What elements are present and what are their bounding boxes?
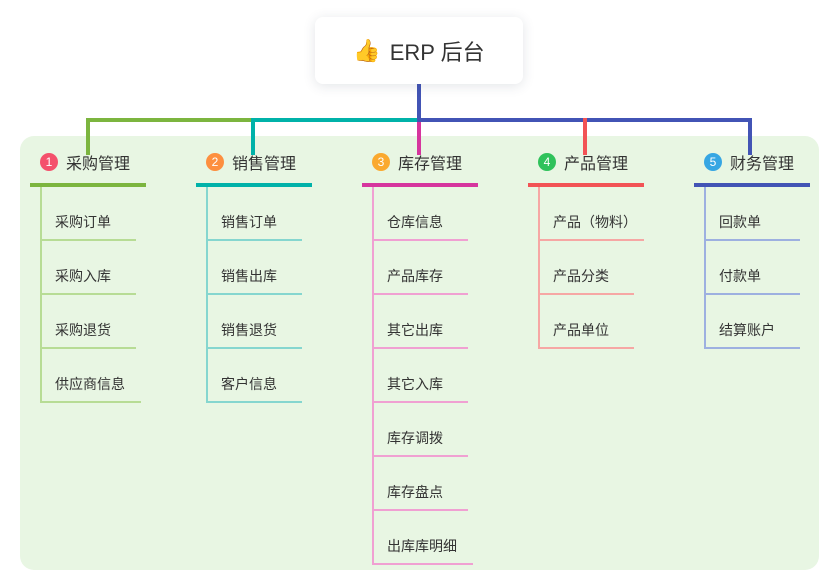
branch-finance: 5 财务管理 回款单 付款单 结算账户 — [694, 146, 810, 349]
branch-inventory-label: 库存管理 — [398, 156, 463, 173]
branch-connector-line — [206, 187, 208, 403]
branch-product-header[interactable]: 4 产品管理 — [528, 146, 644, 187]
connector-drop-sales — [251, 118, 255, 155]
child-node-receipt-bill[interactable]: 回款单 — [704, 187, 810, 241]
branch-purchase-header[interactable]: 1 采购管理 — [30, 146, 146, 187]
child-node-purchase-return[interactable]: 采购退货 — [40, 295, 146, 349]
child-node-warehouse-info[interactable]: 仓库信息 — [372, 187, 478, 241]
connector-drop-finance — [748, 118, 752, 155]
branch-purchase: 1 采购管理 采购订单 采购入库 采购退货 供应商信息 — [30, 146, 146, 403]
badge-4: 4 — [538, 153, 556, 171]
child-node-sales-return[interactable]: 销售退货 — [206, 295, 312, 349]
connector-segment-sales — [253, 118, 419, 122]
badge-2: 2 — [206, 153, 224, 171]
badge-1: 1 — [40, 153, 58, 171]
child-node-stock-transfer[interactable]: 库存调拨 — [372, 403, 478, 457]
connector-root-line — [417, 84, 421, 122]
branch-sales: 2 销售管理 销售订单 销售出库 销售退货 客户信息 — [196, 146, 312, 403]
branch-purchase-label: 采购管理 — [66, 156, 131, 173]
branch-sales-header[interactable]: 2 销售管理 — [196, 146, 312, 187]
branch-connector-line — [40, 187, 42, 403]
root-node[interactable]: 👍 ERP 后台 — [315, 17, 523, 84]
connector-drop-inventory — [417, 121, 421, 155]
child-node-other-inbound[interactable]: 其它入库 — [372, 349, 478, 403]
branch-product-label: 产品管理 — [564, 156, 629, 173]
branch-sales-label: 销售管理 — [232, 156, 297, 173]
child-node-settlement-account[interactable]: 结算账户 — [704, 295, 810, 349]
child-node-product-category[interactable]: 产品分类 — [538, 241, 644, 295]
branch-purchase-children: 采购订单 采购入库 采购退货 供应商信息 — [40, 187, 146, 403]
branch-inventory: 3 库存管理 仓库信息 产品库存 其它出库 其它入库 库存调拨 库存盘点 出库库… — [362, 146, 478, 565]
connector-segment-purchase — [86, 118, 255, 122]
child-node-supplier-info[interactable]: 供应商信息 — [40, 349, 146, 403]
child-node-product-unit[interactable]: 产品单位 — [538, 295, 644, 349]
child-node-sales-order[interactable]: 销售订单 — [206, 187, 312, 241]
branch-finance-header[interactable]: 5 财务管理 — [694, 146, 810, 187]
child-node-stock-count[interactable]: 库存盘点 — [372, 457, 478, 511]
branch-sales-children: 销售订单 销售出库 销售退货 客户信息 — [206, 187, 312, 403]
branch-product-children: 产品（物料） 产品分类 产品单位 — [538, 187, 644, 349]
branch-product: 4 产品管理 产品（物料） 产品分类 产品单位 — [528, 146, 644, 349]
branch-finance-label: 财务管理 — [730, 156, 795, 173]
child-node-payment-bill[interactable]: 付款单 — [704, 241, 810, 295]
badge-5: 5 — [704, 153, 722, 171]
thumbs-up-icon: 👍 — [353, 37, 381, 63]
child-node-other-outbound[interactable]: 其它出库 — [372, 295, 478, 349]
root-node-label: ERP 后台 — [389, 39, 485, 65]
branch-connector-line — [372, 187, 374, 565]
child-node-product-stock[interactable]: 产品库存 — [372, 241, 478, 295]
branch-finance-children: 回款单 付款单 结算账户 — [704, 187, 810, 349]
child-node-product-material[interactable]: 产品（物料） — [538, 187, 644, 241]
child-node-purchase-order[interactable]: 采购订单 — [40, 187, 146, 241]
connector-drop-product — [583, 118, 587, 155]
branch-inventory-children: 仓库信息 产品库存 其它出库 其它入库 库存调拨 库存盘点 出库库明细 — [372, 187, 478, 565]
connector-drop-purchase — [86, 118, 90, 155]
child-node-purchase-inbound[interactable]: 采购入库 — [40, 241, 146, 295]
branch-inventory-header[interactable]: 3 库存管理 — [362, 146, 478, 187]
branch-connector-line — [704, 187, 706, 349]
child-node-customer-info[interactable]: 客户信息 — [206, 349, 312, 403]
child-node-outbound-detail[interactable]: 出库库明细 — [372, 511, 478, 565]
child-node-sales-outbound[interactable]: 销售出库 — [206, 241, 312, 295]
branch-connector-line — [538, 187, 540, 349]
branches-panel — [20, 136, 819, 570]
badge-3: 3 — [372, 153, 390, 171]
